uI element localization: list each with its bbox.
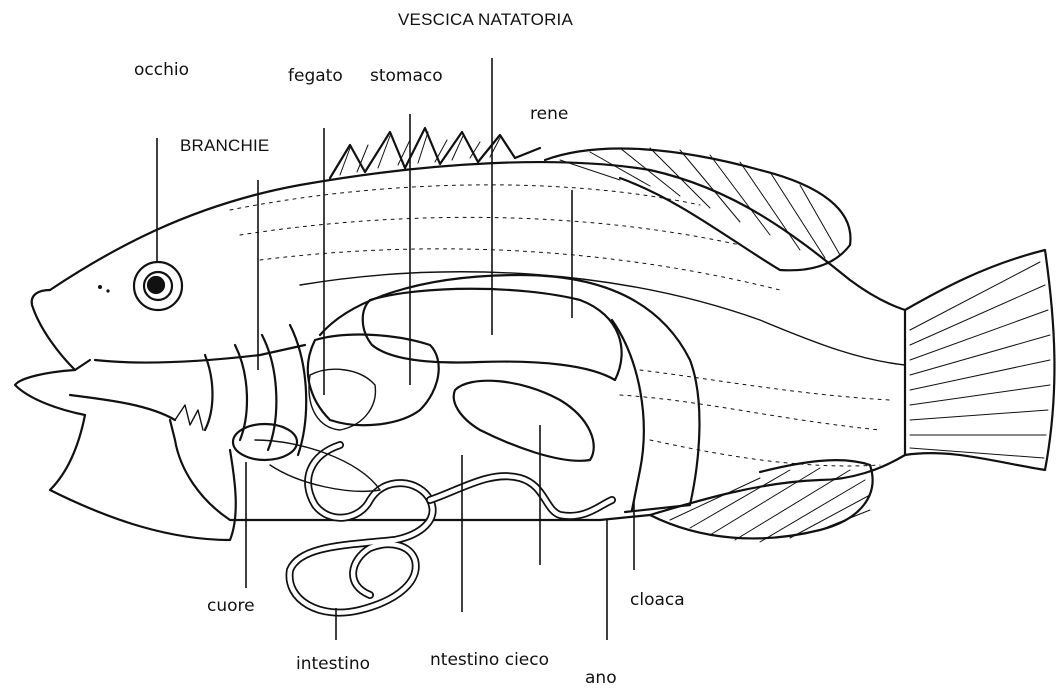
tail-fin (905, 250, 1054, 470)
intestinal-caecum (454, 381, 594, 461)
gill-arch-1 (205, 355, 213, 430)
mouth-lower (15, 370, 236, 540)
dorsal-fin-spiny (330, 128, 540, 178)
label-branchie: BRANCHIE (180, 136, 269, 156)
label-vescica-natatoria: VESCICA NATATORIA (398, 10, 573, 30)
label-cloaca: cloaca (630, 590, 685, 610)
label-fegato: fegato (288, 66, 343, 86)
nostril-2 (106, 289, 109, 292)
label-rene: rene (530, 104, 568, 124)
dorsal-fin-soft (545, 149, 850, 271)
label-intestino-cieco: ntestino cieco (430, 650, 549, 670)
label-ano: ano (585, 668, 617, 688)
label-cuore: cuore (207, 596, 255, 616)
label-stomaco: stomaco (370, 66, 443, 86)
nostril (98, 285, 102, 289)
anal-fin (650, 460, 873, 538)
gill-rakers (175, 405, 203, 430)
operculum-line (95, 345, 305, 362)
heart (233, 424, 297, 460)
label-occhio: occhio (134, 60, 189, 80)
liver (309, 369, 375, 430)
kidney-wall (612, 320, 644, 510)
eye-pupil (148, 277, 164, 293)
stomach (308, 335, 439, 426)
mouth-upper (32, 290, 90, 370)
label-intestino: intestino (296, 654, 370, 674)
gill-arch-2 (235, 345, 247, 440)
tail-fin-rays (910, 262, 1050, 458)
intestine-loop-2 (430, 476, 612, 516)
pectoral-fin (255, 440, 380, 491)
